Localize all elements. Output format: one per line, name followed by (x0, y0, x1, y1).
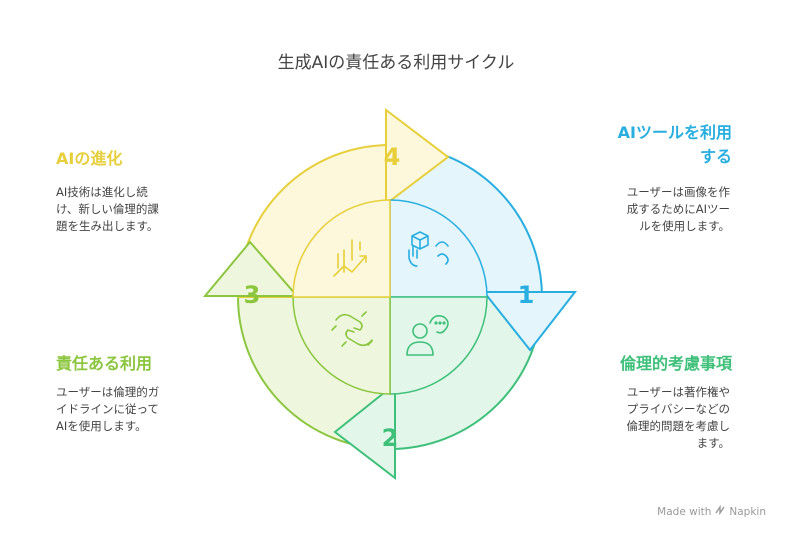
desc-tool-use: ユーザーは画像を作 成するためにAIツー ルを使用します。 (627, 184, 730, 235)
napkin-logo-icon (715, 504, 725, 518)
arrow-3 (202, 240, 300, 297)
heading-tool-use-line1: AIツールを利用 (617, 123, 732, 142)
heading-responsible-use: 責任ある利用 (56, 354, 153, 373)
desc-responsible-use-line2: イドラインに従って (56, 402, 159, 416)
watermark-brand: Napkin (729, 505, 766, 518)
desc-responsible-use: ユーザーは倫理的ガ イドラインに従って AIを使用します。 (56, 384, 159, 435)
cube-hand-image-icon (408, 231, 449, 267)
desc-ethics-line4: ます。 (696, 436, 730, 450)
heading-ethics: 倫理的考慮事項 (619, 354, 732, 373)
inner-quadrant-2 (389, 296, 488, 395)
desc-ai-evolution: AI技術は進化し続 け、新しい倫理的課 題を生み出します。 (56, 184, 159, 235)
arrow-1 (481, 291, 578, 352)
desc-tool-use-line1: ユーザーは画像を作 (626, 185, 730, 199)
page-title: 生成AIの責任ある利用サイクル (277, 53, 515, 73)
desc-ai-evolution-line1: AI技術は進化し続 (56, 185, 148, 199)
desc-tool-use-line2: 成するためにAIツー (626, 202, 730, 216)
step-number-1: 1 (518, 281, 535, 309)
arrow-4 (385, 107, 450, 207)
thinking-person-icon (406, 315, 449, 356)
step-number-3: 3 (244, 281, 261, 309)
desc-ethics-line2: プライバシーなどの (626, 402, 730, 416)
desc-responsible-use-line3: AIを使用します。 (56, 419, 147, 433)
watermark[interactable]: Made with Napkin (657, 504, 766, 518)
step-number-2: 2 (382, 424, 399, 452)
desc-ai-evolution-line3: 題を生み出します。 (56, 219, 159, 233)
inner-quadrant-1 (389, 199, 488, 298)
heading-tool-use: AIツールを利用 する (618, 121, 732, 169)
watermark-prefix: Made with (657, 505, 712, 518)
desc-ethics-line3: 倫理的問題を考慮し (626, 419, 731, 433)
desc-tool-use-line3: ルを使用します。 (639, 219, 730, 233)
step-number-4: 4 (384, 143, 401, 171)
inner-quadrant-4 (292, 199, 391, 298)
desc-ai-evolution-line2: け、新しい倫理的課 (56, 202, 159, 216)
growth-chart-icon (333, 239, 367, 277)
desc-responsible-use-line1: ユーザーは倫理的ガ (56, 385, 160, 399)
heading-tool-use-line2: する (699, 147, 732, 166)
arrow-2 (333, 381, 396, 481)
desc-ethics-line1: ユーザーは著作権や (626, 385, 730, 399)
desc-ethics: ユーザーは著作権や プライバシーなどの 倫理的問題を考慮し ます。 (627, 384, 731, 452)
heading-ai-evolution: AIの進化 (56, 149, 123, 168)
handshake-icon (331, 311, 373, 347)
